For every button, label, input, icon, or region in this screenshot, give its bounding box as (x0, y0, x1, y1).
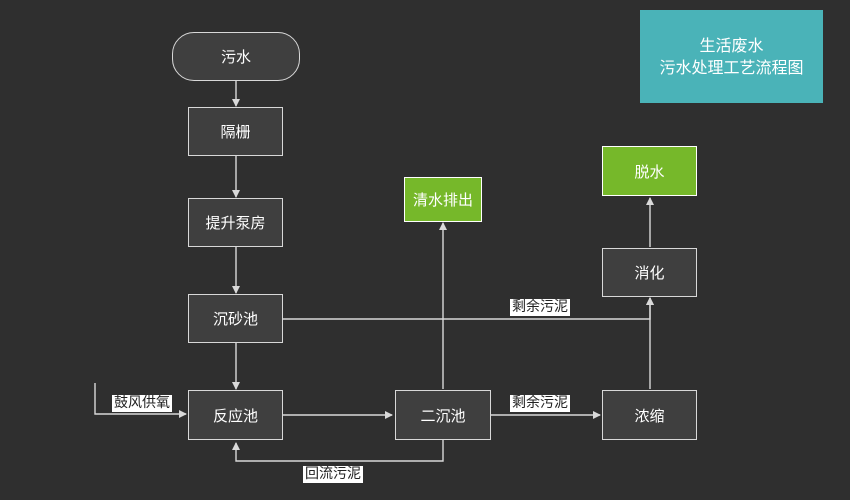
title-line-1: 生活废水 (699, 35, 764, 55)
node-thickening: 浓缩 (602, 390, 697, 440)
arrow-grit-excess-sludge (283, 297, 654, 320)
node-pump-house: 提升泵房 (188, 198, 283, 247)
node-screen: 隔栅 (188, 107, 283, 156)
diagram-title: 生活废水 污水处理工艺流程图 (640, 10, 823, 103)
node-digestion: 消化 (602, 248, 697, 297)
label-aeration: 鼓风供氧 (112, 395, 172, 412)
label-excess-sludge-lower: 剩余污泥 (510, 395, 570, 412)
node-sewage: 污水 (172, 32, 300, 81)
node-grit-chamber: 沉砂池 (188, 294, 283, 343)
node-secondary-clarifier: 二沉池 (395, 390, 491, 440)
node-reaction-tank: 反应池 (188, 390, 283, 440)
arrow-aeration-to-reaction (94, 383, 187, 418)
label-excess-sludge-upper: 剩余污泥 (510, 299, 570, 316)
arrow-return-sludge (232, 440, 444, 462)
title-line-2: 污水处理工艺流程图 (659, 57, 804, 77)
node-clear-water-discharge: 清水排出 (404, 177, 482, 222)
node-dewatering: 脱水 (602, 146, 697, 196)
label-return-sludge: 回流污泥 (303, 466, 363, 483)
